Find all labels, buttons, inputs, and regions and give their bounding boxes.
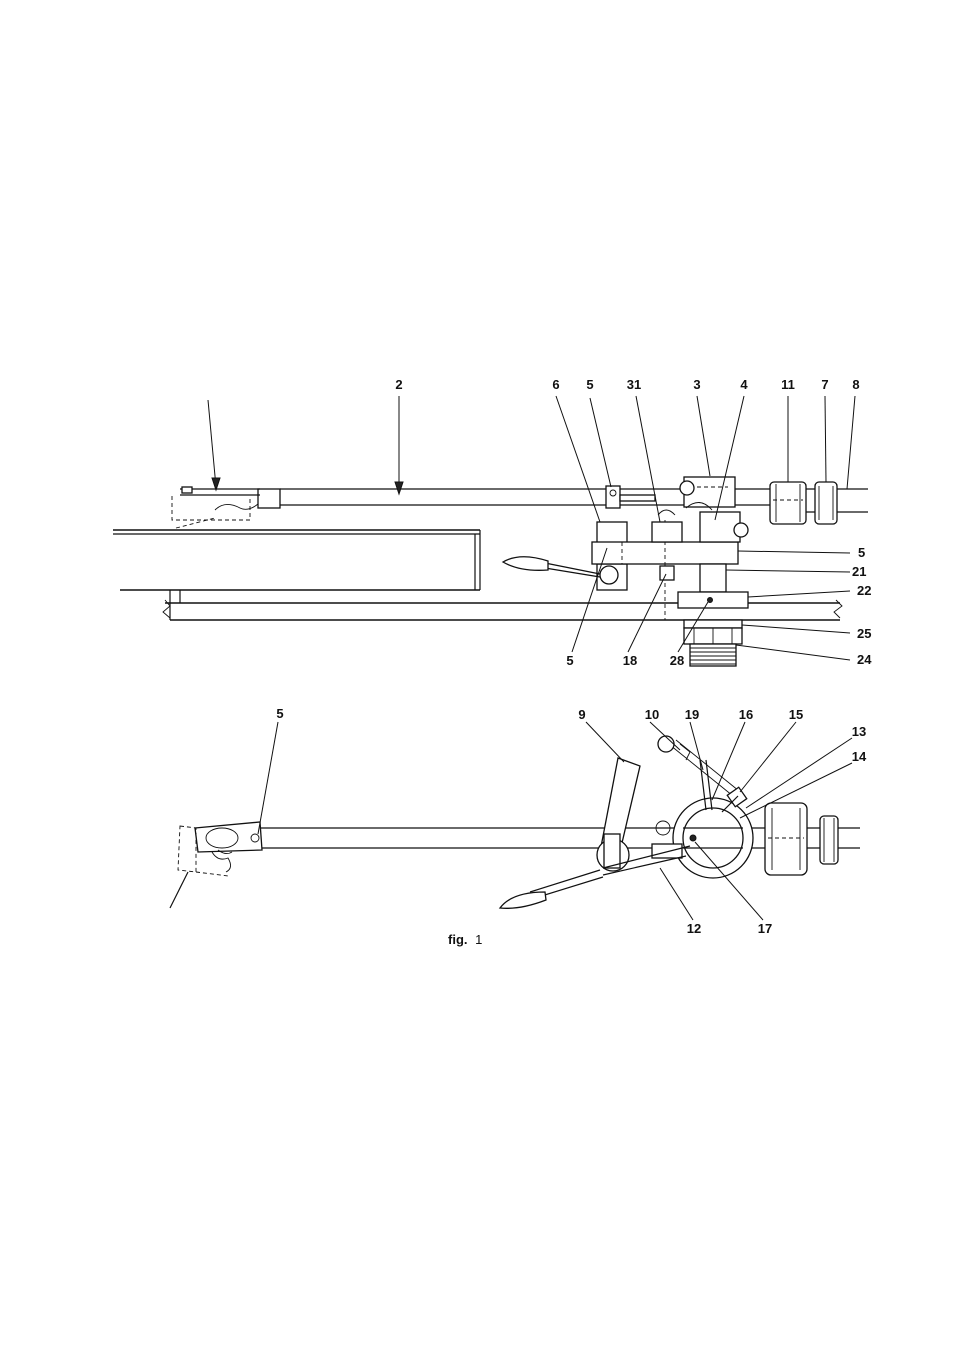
side-view: 2 6 5 31 3 4 11 7 8 5 21 22 25 24 5 18 2…: [113, 377, 872, 668]
label-2: 2: [395, 377, 402, 392]
bearing-housing: [652, 477, 748, 542]
label-14: 14: [852, 749, 867, 764]
top-bearing: [673, 798, 753, 878]
label-top-5: 5: [276, 706, 283, 721]
label-19: 19: [685, 707, 699, 722]
label-7: 7: [821, 377, 828, 392]
counterweights: [770, 482, 837, 524]
label-6: 6: [552, 377, 559, 392]
label-5-bottom: 5: [566, 653, 573, 668]
label-22: 22: [857, 583, 871, 598]
label-18: 18: [623, 653, 637, 668]
top-counterweights: [765, 803, 838, 875]
label-3: 3: [693, 377, 700, 392]
top-view: 5 9 10 19 16 15 13 14 12 17: [170, 706, 867, 936]
label-12: 12: [687, 921, 701, 936]
label-9: 9: [578, 707, 585, 722]
label-5-top: 5: [586, 377, 593, 392]
headshell: [172, 487, 280, 528]
pillar: [678, 564, 748, 666]
label-15: 15: [789, 707, 803, 722]
top-leaders: [258, 722, 852, 920]
caption-number: 1: [475, 932, 482, 947]
top-armrest: [500, 758, 690, 908]
label-5-right: 5: [858, 545, 865, 560]
label-28: 28: [670, 653, 684, 668]
label-10: 10: [645, 707, 659, 722]
label-13: 13: [852, 724, 866, 739]
figure-caption: fig. 1: [448, 932, 482, 947]
label-11: 11: [781, 377, 795, 392]
arm-lift: [503, 486, 655, 590]
caption-prefix: fig.: [448, 932, 468, 947]
label-16: 16: [739, 707, 753, 722]
label-21: 21: [852, 564, 866, 579]
platter: [113, 530, 480, 590]
label-8: 8: [852, 377, 859, 392]
label-4: 4: [740, 377, 748, 392]
label-17: 17: [758, 921, 772, 936]
label-31: 31: [627, 377, 641, 392]
label-24: 24: [857, 652, 872, 667]
top-headshell: [170, 822, 262, 908]
label-25: 25: [857, 626, 871, 641]
